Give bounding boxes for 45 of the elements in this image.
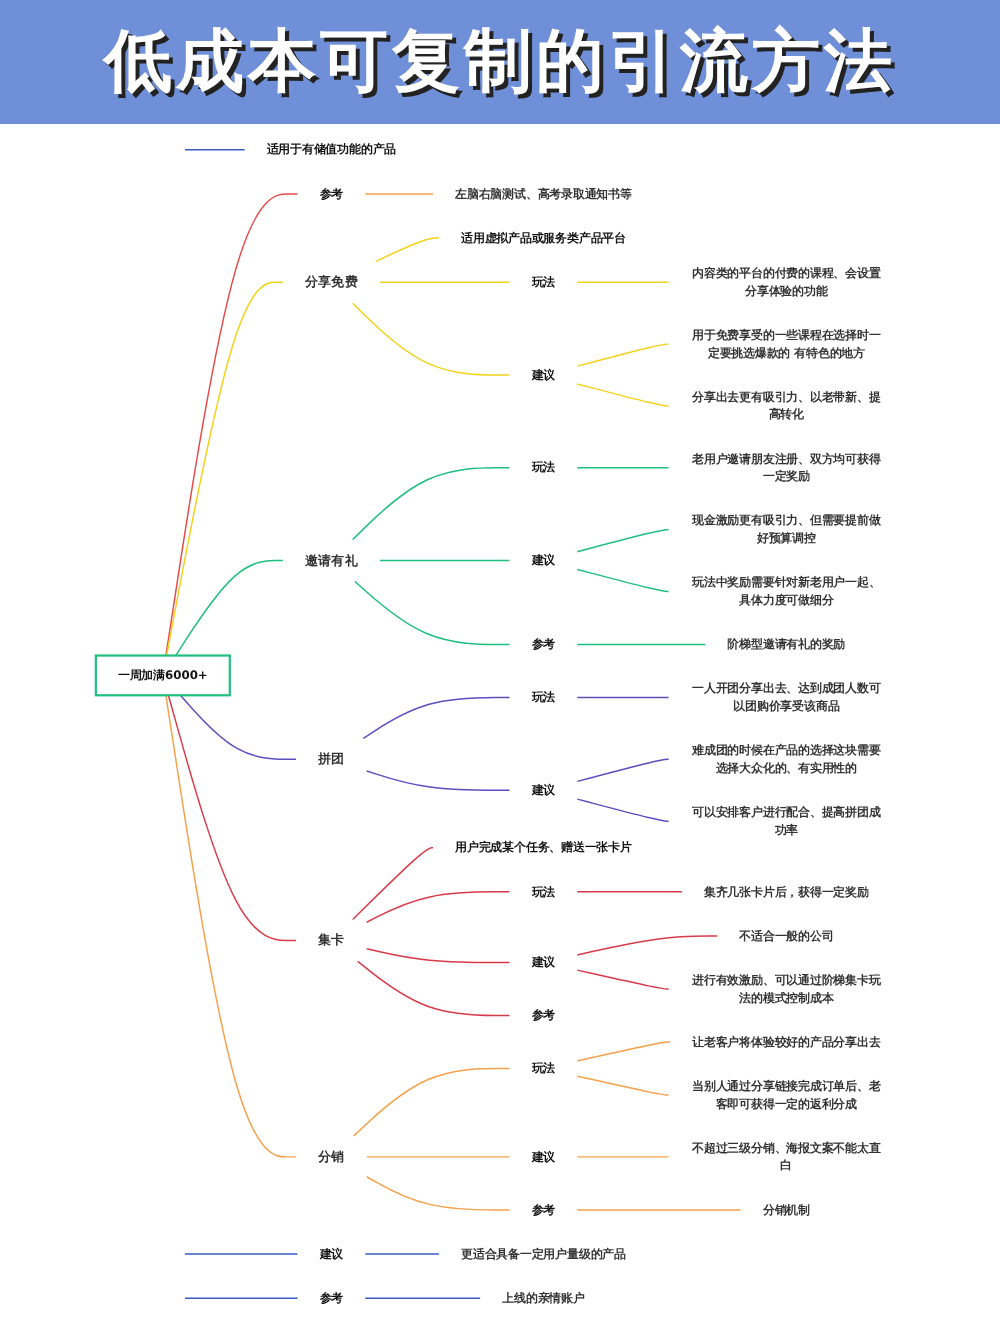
connector [351,302,511,376]
connector [357,960,511,1017]
connector [576,383,670,407]
connector [362,696,511,740]
connector [366,1176,511,1211]
connector [379,281,511,283]
connector [379,559,511,562]
title-banner: 低成本可复制的引流方法 [0,0,1000,124]
connector [184,1297,299,1299]
connector [364,193,434,195]
connector [576,758,670,783]
connector [366,948,511,964]
connector [184,149,246,151]
connector [364,1297,481,1299]
connector [576,798,670,822]
connector [364,1253,440,1255]
connector [576,696,670,699]
connector [576,343,670,367]
connector [576,643,707,646]
connector [576,969,670,990]
connector [576,935,718,956]
connector [375,237,440,263]
connector [351,467,511,541]
connector [351,846,434,921]
connector [576,1156,670,1158]
connector [576,467,670,469]
connector [167,694,297,942]
connector [165,694,297,1158]
connector [576,568,670,593]
connector [366,770,511,791]
connector [184,1253,299,1255]
connector [576,281,670,283]
connector [353,1067,511,1137]
connector [576,1075,670,1096]
connector [366,1156,511,1158]
connector [179,694,297,761]
connector [165,193,299,657]
connector [576,1209,742,1211]
connector [174,559,284,657]
connector [576,528,670,553]
connector [576,891,683,893]
connector [165,281,284,657]
connector [366,891,511,923]
connector [576,1041,671,1062]
connector [354,580,511,646]
